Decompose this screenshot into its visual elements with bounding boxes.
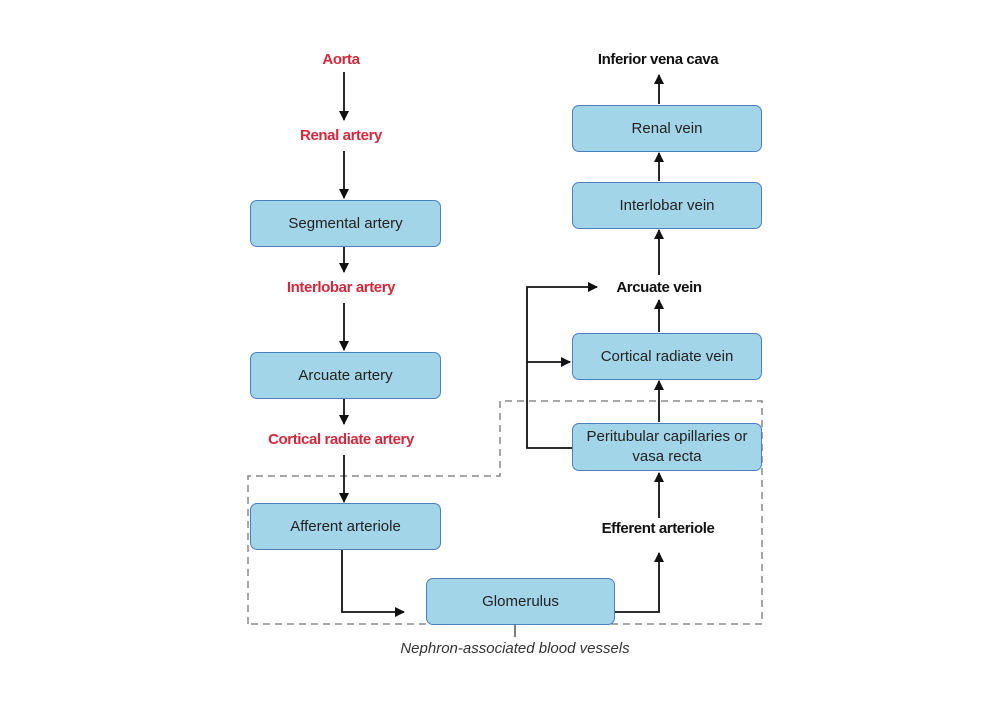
arrow-glomerulus-to-efferent: [615, 552, 664, 613]
glomerulus-text: Glomerulus: [482, 592, 559, 610]
nephron-group-border: [247, 400, 763, 625]
glomerulus-box: Glomerulus: [426, 578, 615, 625]
peritubular-text-line2: vasa recta: [632, 448, 702, 465]
interlobar-vein-text: Interlobar vein: [619, 196, 715, 214]
afferent-arteriole-box: Afferent arteriole: [250, 503, 441, 550]
arrow-peritubular-bypass: [526, 282, 598, 449]
nephron-group-caption: Nephron-associated blood vessels: [400, 640, 630, 657]
renal-artery-label: Renal artery: [300, 127, 382, 144]
segmental-artery-text: Segmental artery: [288, 214, 403, 232]
inferior-vena-cava-label: Inferior vena cava: [597, 51, 719, 68]
efferent-arteriole-label: Efferent arteriole: [601, 520, 715, 537]
segmental-artery-box: Segmental artery: [250, 200, 441, 247]
renal-vein-text: Renal vein: [631, 119, 703, 137]
cortical-radiate-vein-text: Cortical radiate vein: [600, 347, 734, 365]
arcuate-artery-text: Arcuate artery: [298, 366, 393, 384]
renal-vein-box: Renal vein: [572, 105, 762, 152]
interlobar-artery-label: Interlobar artery: [286, 279, 396, 296]
peritubular-text-line1: Peritubular capillaries or: [586, 428, 748, 445]
afferent-arteriole-text: Afferent arteriole: [290, 517, 401, 535]
arcuate-artery-box: Arcuate artery: [250, 352, 441, 399]
aorta-label: Aorta: [322, 51, 360, 68]
peritubular-capillaries-box: Peritubular capillaries or vasa recta: [572, 423, 762, 471]
arcuate-vein-label: Arcuate vein: [616, 279, 702, 296]
arrow-afferent-to-glomerulus: [341, 550, 405, 617]
cortical-radiate-artery-label: Cortical radiate artery: [268, 431, 414, 448]
cortical-radiate-vein-box: Cortical radiate vein: [572, 333, 762, 380]
interlobar-vein-box: Interlobar vein: [572, 182, 762, 229]
